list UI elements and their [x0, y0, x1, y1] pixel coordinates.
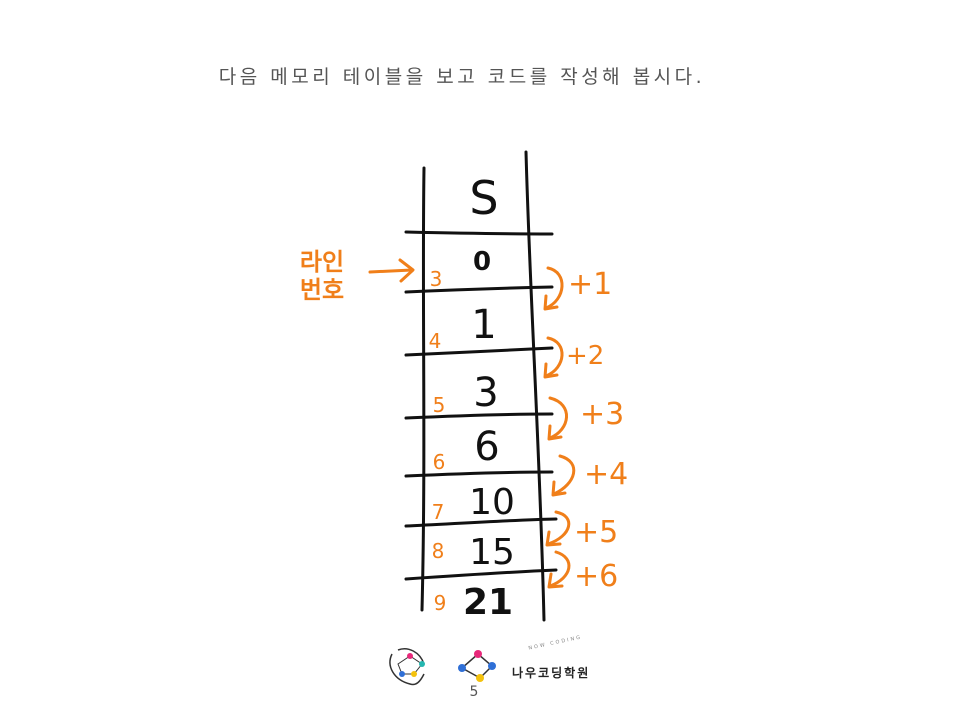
memory-value: 21 — [463, 582, 513, 623]
table-left-border — [420, 166, 426, 612]
line-number-label: 라인 — [300, 248, 344, 276]
increment-label: +4 — [584, 457, 628, 492]
row-divider — [404, 285, 554, 294]
table-right-border — [524, 150, 546, 622]
memory-value: 3 — [473, 370, 498, 416]
row-divider — [404, 568, 558, 581]
increment-label: +5 — [574, 515, 618, 550]
head-logo-icon — [389, 648, 425, 686]
row-divider — [404, 346, 554, 357]
increment-arrow-icon — [547, 550, 571, 589]
line-number: 8 — [432, 539, 445, 563]
page-number: 5 — [469, 684, 479, 700]
memory-value: 15 — [469, 532, 515, 573]
table-header-divider — [404, 230, 554, 236]
increment-arrow-icon — [543, 266, 564, 311]
footer-logos — [389, 648, 496, 686]
increment-label: +3 — [580, 397, 624, 432]
line-number: 6 — [433, 450, 446, 474]
increment-arrow-icon — [545, 510, 571, 547]
increment-arrow-icon — [551, 454, 576, 497]
line-number-label: 번호 — [300, 276, 344, 304]
page-title: 다음 메모리 테이블을 보고 코드를 작성해 봅시다. — [218, 66, 706, 88]
memory-table-diagram: S 0 1 3 6 10 15 21 3 4 5 6 7 8 9 라인 번호 — [300, 150, 628, 623]
table-header: S — [469, 171, 498, 225]
memory-value: 0 — [473, 247, 491, 277]
line-number: 5 — [433, 393, 446, 417]
increment-label: +1 — [568, 267, 612, 302]
line-number: 9 — [434, 591, 447, 615]
arrow-icon — [368, 258, 415, 283]
increment-label: +6 — [574, 559, 618, 594]
increment-arrow-icon — [547, 396, 568, 441]
row-divider — [404, 517, 558, 528]
line-number: 3 — [430, 267, 443, 291]
increment-arrow-icon — [543, 336, 564, 379]
brand-name: 나우코딩학원 — [512, 666, 591, 680]
memory-value: 1 — [471, 302, 496, 348]
row-divider — [404, 412, 554, 420]
row-divider — [404, 470, 554, 478]
network-logo-icon — [458, 650, 496, 682]
increment-label: +2 — [566, 341, 604, 371]
memory-value: 10 — [469, 482, 515, 523]
line-number: 7 — [432, 500, 445, 524]
line-number: 4 — [429, 329, 442, 353]
memory-value: 6 — [474, 424, 499, 470]
